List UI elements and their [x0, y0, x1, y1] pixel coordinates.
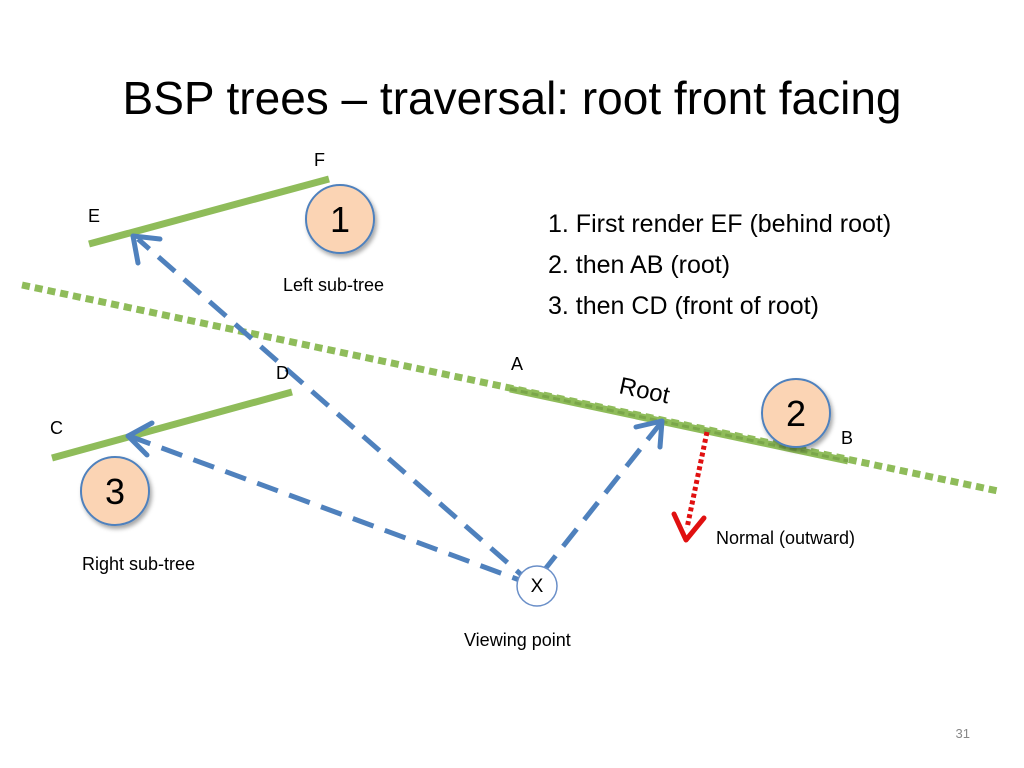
left-subtree-label: Left sub-tree [283, 275, 384, 295]
traversal-steps: 1. First render EF (behind root) 2. then… [548, 204, 891, 327]
step-2: 2. then AB (root) [548, 251, 731, 279]
viewing-point-label: Viewing point [464, 630, 571, 650]
badge-2 [761, 378, 831, 448]
label-b: B [841, 428, 853, 448]
viewer-mark: X [531, 576, 544, 597]
badge-3 [80, 456, 150, 526]
partition-plane [21, 281, 999, 495]
step-3: 3. then CD (front of root) [548, 292, 819, 320]
ray-to-ab [540, 422, 662, 575]
viewing-point-circle [516, 565, 558, 607]
step-1: 1. First render EF (behind root) [548, 210, 892, 238]
normal-label: Normal (outward) [716, 528, 855, 548]
root-label: Root [617, 372, 673, 409]
badge-2-label: 2 [786, 393, 806, 434]
segment-ef [88, 175, 330, 248]
label-a: A [511, 354, 523, 374]
badge-3-label: 3 [105, 471, 125, 512]
normal-arrow [684, 431, 710, 529]
label-d: D [276, 363, 289, 383]
right-subtree-label: Right sub-tree [82, 554, 195, 574]
normal-arrowhead [671, 511, 707, 543]
ray-to-ab-arrowhead [633, 418, 665, 450]
label-f: F [314, 150, 325, 170]
badge-1 [305, 184, 375, 254]
segment-cd [51, 388, 293, 462]
segment-ab-overlay [509, 387, 849, 463]
ray-to-ef [136, 237, 535, 587]
page-number: 31 [955, 726, 970, 741]
badge-1-label: 1 [330, 199, 350, 240]
slide-title: BSP trees – traversal: root front facing [122, 72, 902, 124]
label-e: E [88, 206, 100, 226]
label-c: C [50, 418, 63, 438]
ray-to-ef-arrowhead [130, 233, 163, 266]
ray-to-cd-arrowhead [125, 420, 155, 458]
ray-to-cd [131, 434, 534, 588]
